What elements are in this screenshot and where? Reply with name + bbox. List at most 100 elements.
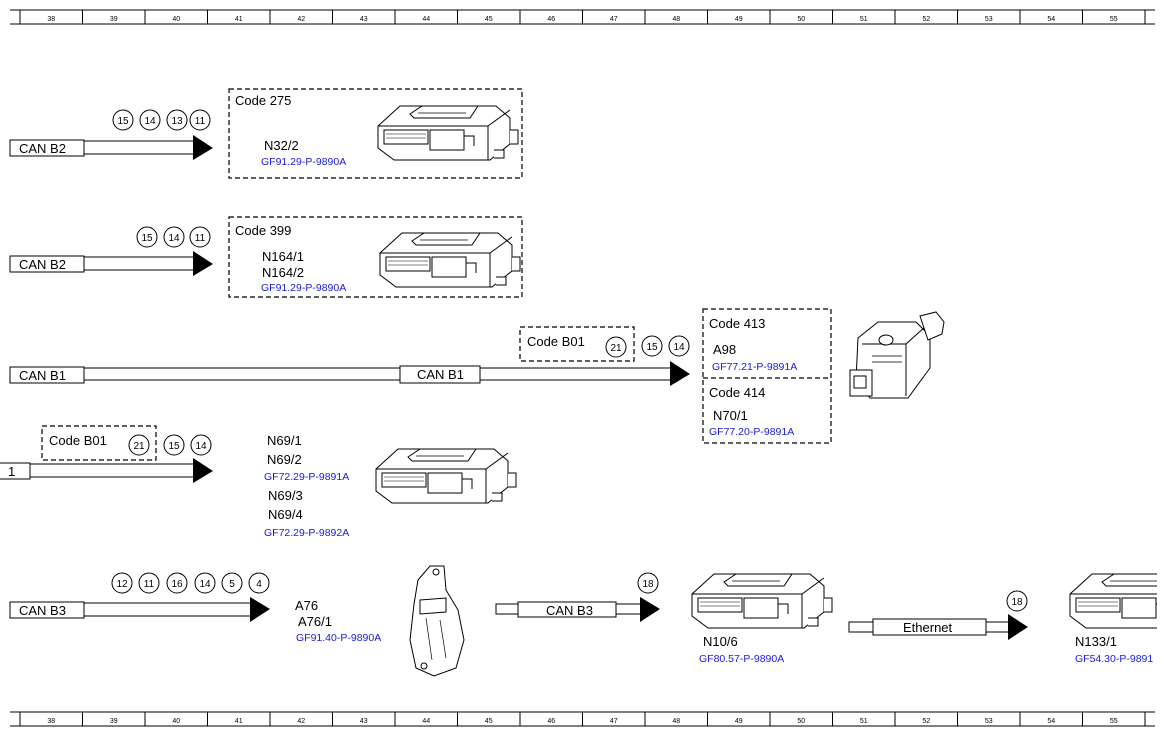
bottom-ruler-number: 48	[672, 718, 680, 725]
ethernet-label: Ethernet	[903, 620, 953, 635]
row-can-b1: CAN B1 CAN B1 Code B01 21 15 14 Code 413…	[9, 308, 945, 444]
ref-link[interactable]: GF72.29-P-9891A	[264, 471, 349, 483]
svg-text:14: 14	[144, 116, 156, 127]
top-ruler-number: 38	[47, 16, 55, 23]
ref-link[interactable]: GF91.29-P-9890A	[261, 282, 346, 294]
top-ruler-number: 51	[860, 16, 868, 23]
code-frame	[228, 216, 523, 298]
module-label: N164/1	[262, 249, 304, 264]
svg-text:15: 15	[141, 233, 153, 244]
ref-link[interactable]: GF72.29-P-9892A	[264, 527, 349, 539]
control-unit-icon	[375, 448, 517, 504]
code-label: Code 275	[235, 93, 291, 108]
bus-label-mid: CAN B1	[417, 367, 464, 382]
bottom-ruler-number: 51	[860, 718, 868, 725]
svg-text:5: 5	[229, 579, 235, 590]
module-label: N69/1	[267, 433, 302, 448]
arrow-head	[193, 251, 213, 276]
svg-text:21: 21	[133, 441, 145, 452]
module-label: N69/2	[267, 452, 302, 467]
bottom-ruler-number: 39	[110, 718, 118, 725]
top-ruler-number: 50	[797, 16, 805, 23]
arrow-head	[1008, 614, 1028, 640]
bottom-ruler-number: 47	[610, 718, 618, 725]
arrow-head	[193, 458, 213, 483]
ref-link[interactable]: GF77.20-P-9891A	[709, 426, 794, 438]
top-ruler-number: 54	[1047, 16, 1055, 23]
connector-circles: 12 11 16 14 5 4	[111, 572, 270, 594]
bus-label-mid: CAN B3	[546, 603, 593, 618]
code-frame-small	[519, 326, 635, 362]
top-ruler-number: 53	[985, 16, 993, 23]
ref-link[interactable]: GF77.21-P-9891A	[712, 361, 797, 373]
svg-text:14: 14	[195, 441, 207, 452]
arrow-head	[193, 135, 213, 160]
bottom-ruler-number: 50	[797, 718, 805, 725]
code-label: Code 414	[709, 385, 765, 400]
bottom-ruler-number: 45	[485, 718, 493, 725]
row-can-b2-code275: CAN B2 15 14 13 11 Code 275 N32/2 GF91.2…	[9, 88, 523, 179]
ref-link[interactable]: GF91.29-P-9890A	[261, 156, 346, 168]
bottom-ruler-number: 40	[172, 718, 180, 725]
module-label: N69/3	[268, 488, 303, 503]
arrow-head	[250, 597, 270, 622]
bottom-ruler-number: 42	[297, 718, 305, 725]
ref-link[interactable]: GF54.30-P-9891	[1075, 653, 1153, 665]
connector-circles: 15 14 11	[136, 226, 211, 248]
bus-label: CAN B1	[19, 368, 66, 383]
svg-text:16: 16	[171, 579, 183, 590]
svg-text:11: 11	[195, 233, 206, 244]
module-label: N69/4	[268, 507, 303, 522]
code-label: Code B01	[527, 334, 585, 349]
top-ruler-number: 49	[735, 16, 743, 23]
ref-link[interactable]: GF91.40-P-9890A	[296, 632, 381, 644]
ref-link[interactable]: GF80.57-P-9890A	[699, 653, 784, 665]
bottom-ruler-number: 55	[1110, 718, 1118, 725]
top-ruler-number: 40	[172, 16, 180, 23]
bottom-ruler-number: 46	[547, 718, 555, 725]
svg-text:14: 14	[168, 233, 180, 244]
code-frame-small	[41, 425, 157, 461]
row-n69: 1 Code B01 21 15 14 N69/1 N69/2 GF72.29-…	[0, 425, 517, 539]
bottom-ruler-number: 54	[1047, 718, 1055, 725]
code-label: Code 399	[235, 223, 291, 238]
svg-text:12: 12	[116, 579, 128, 590]
connector-circles: 15 14 13 11	[112, 109, 211, 131]
bus-label-box	[9, 139, 85, 157]
top-ruler-number: 43	[360, 16, 368, 23]
svg-text:14: 14	[673, 342, 685, 353]
top-ruler-number: 46	[547, 16, 555, 23]
module-label: N133/1	[1075, 634, 1117, 649]
control-unit-icon	[691, 573, 833, 629]
top-ruler-number: 47	[610, 16, 618, 23]
module-label: A98	[713, 342, 736, 357]
bottom-ruler-number: 53	[985, 718, 993, 725]
svg-text:18: 18	[1011, 597, 1023, 608]
module-label: N32/2	[264, 138, 299, 153]
module-label: N70/1	[713, 408, 748, 423]
svg-text:11: 11	[195, 116, 206, 127]
code-label: Code B01	[49, 433, 107, 448]
control-unit-icon	[379, 232, 521, 288]
bus-label: CAN B2	[19, 257, 66, 272]
module-label: A76	[295, 598, 318, 613]
arrow-head	[670, 361, 690, 386]
control-unit-icon	[377, 105, 519, 161]
row-can-b3: CAN B3 12 11 16 14 5 4 A76 A76/1 GF91.40…	[9, 565, 1165, 677]
svg-text:18: 18	[642, 579, 654, 590]
module-label: N10/6	[703, 634, 738, 649]
bottom-ruler-number: 43	[360, 718, 368, 725]
arrow-head	[640, 597, 660, 622]
svg-text:21: 21	[610, 343, 622, 354]
svg-text:15: 15	[117, 116, 129, 127]
bottom-ruler-number: 44	[422, 718, 430, 725]
code-label: Code 413	[709, 316, 765, 331]
top-ruler-number: 52	[922, 16, 930, 23]
bottom-ruler-number: 52	[922, 718, 930, 725]
camera-module-icon	[849, 311, 945, 399]
top-ruler-number: 41	[235, 16, 243, 23]
svg-text:15: 15	[168, 441, 180, 452]
